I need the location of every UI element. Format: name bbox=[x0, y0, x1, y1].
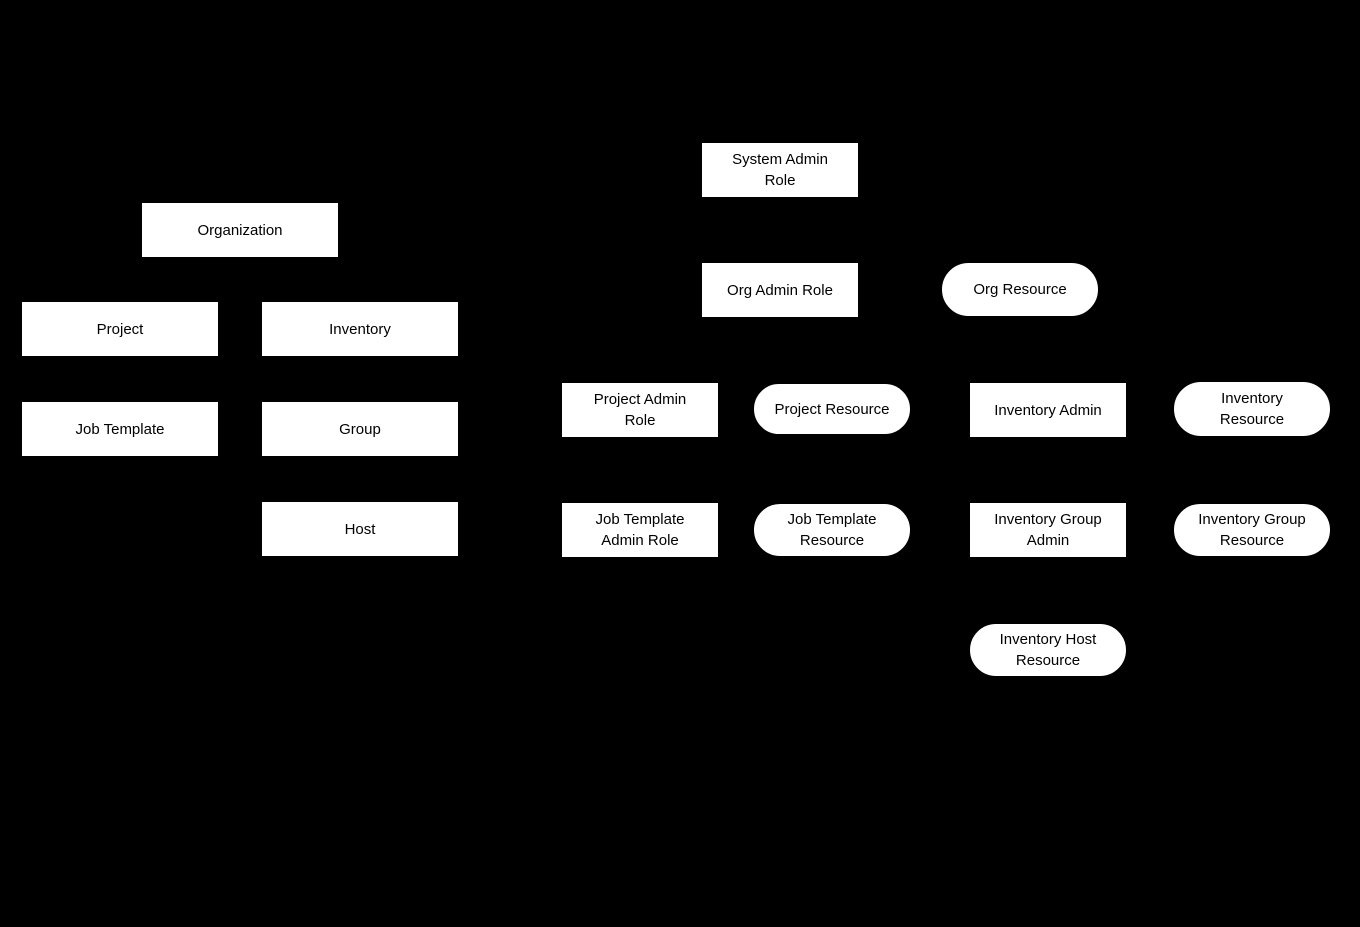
node-job-template: Job Template bbox=[21, 401, 219, 457]
node-job-template-admin-role: Job Template Admin Role bbox=[561, 502, 719, 558]
node-system-admin-role: System Admin Role bbox=[701, 142, 859, 198]
node-host: Host bbox=[261, 501, 459, 557]
node-inventory-admin: Inventory Admin bbox=[969, 382, 1127, 438]
node-job-template-resource: Job Template Resource bbox=[753, 503, 911, 557]
node-group: Group bbox=[261, 401, 459, 457]
node-project: Project bbox=[21, 301, 219, 357]
node-org-resource: Org Resource bbox=[941, 262, 1099, 317]
node-inventory-resource: Inventory Resource bbox=[1173, 381, 1331, 437]
node-inventory: Inventory bbox=[261, 301, 459, 357]
node-inventory-group-resource: Inventory Group Resource bbox=[1173, 503, 1331, 557]
node-inventory-group-admin: Inventory Group Admin bbox=[969, 502, 1127, 558]
node-org-admin-role: Org Admin Role bbox=[701, 262, 859, 318]
node-project-admin-role: Project Admin Role bbox=[561, 382, 719, 438]
node-project-resource: Project Resource bbox=[753, 383, 911, 435]
node-organization: Organization bbox=[141, 202, 339, 258]
node-inventory-host-resource: Inventory Host Resource bbox=[969, 623, 1127, 677]
